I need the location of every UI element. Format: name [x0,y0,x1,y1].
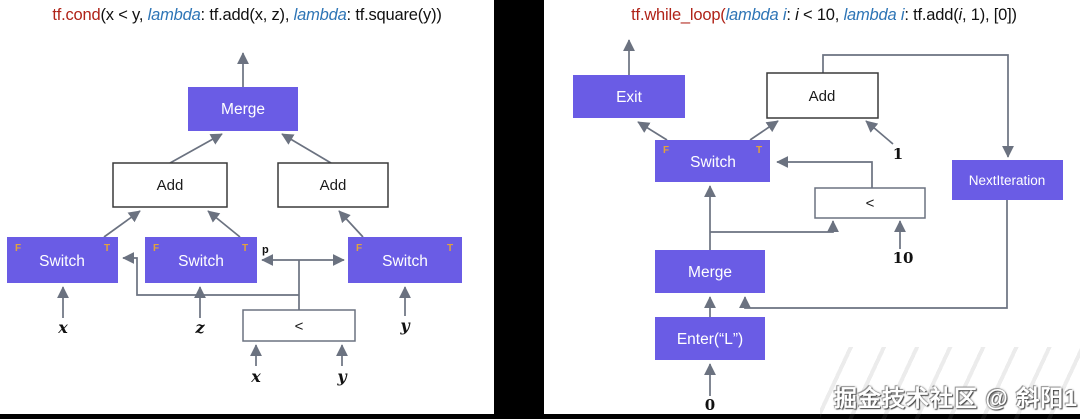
const-ten-label: 10 [893,249,914,267]
while-title-i2: i [958,6,963,24]
edge-addfalse-to-merge [281,133,332,164]
edge-switch-f-to-exit [637,121,668,141]
watermark-ghost [820,347,1080,419]
cond-title: tf.cond(x < y, lambda: tf.add(x, z), lam… [0,6,494,25]
cmp-x-label: x [250,367,261,386]
less-label: < [295,318,304,335]
switch-z-label: Switch [178,253,224,270]
node-switch-z: F T Switch [145,237,257,283]
merge-box [188,87,298,131]
while-less-label: < [866,195,875,212]
while-title-colon1: : [786,6,796,24]
input-y-label: y [399,316,411,335]
node-merge: Merge [188,87,298,131]
while-title-lambda1: lambda i [725,6,787,24]
pred-label: p [262,244,269,256]
cond-edges [57,52,411,366]
node-while-switch: F T Switch [655,140,770,182]
exit-box [573,75,685,118]
edge-switchx-t-to-add [103,210,141,238]
node-while-less: < [814,187,926,219]
while-title-keyword: tf.while_loop( [631,6,726,24]
switch-y-box [348,237,462,283]
switch-y-port-f: F [356,243,362,254]
while-edges [623,39,1014,396]
while-title-lambda2: lambda i [843,6,905,24]
node-while-add: Add [766,72,879,119]
while-title-body1: : tf.add( [904,6,959,24]
while-title: tf.while_loop(lambda i: i < 10, lambda i… [544,6,1080,25]
node-nextiteration: NextIteration [952,160,1063,200]
edge-pred-to-switchx [122,252,299,296]
cond-title-part2: : tf.add(x, z), [200,6,294,24]
edge-nextiteration-to-merge [739,200,1008,309]
edge-add-to-nextiteration [822,54,1014,158]
edge-less-to-switch [776,156,873,188]
node-add-true: Add [112,162,228,208]
watermark-text: 掘金技术社区 @ 斜阳1 [834,385,1078,411]
while-title-cond: < 10, [798,6,844,24]
switch-x-label: Switch [39,253,85,270]
edge-merge-to-less [710,220,839,233]
while-switch-port-f: F [663,145,669,156]
edge-switchz-t-to-add [207,210,241,238]
node-add-false: Add [277,162,389,208]
while-panel: tf.while_loop(lambda i: i < 10, lambda i… [544,0,1080,413]
cond-panel: tf.cond(x < y, lambda: tf.add(x, z), lam… [0,0,494,413]
cond-title-lambda1: lambda [147,6,201,24]
cond-title-keyword: tf.cond [52,6,101,24]
add-true-label: Add [157,177,184,194]
enter-label: Enter(“L”) [677,331,743,348]
switch-x-box [7,237,118,283]
switch-x-port-t: T [104,243,110,254]
edge-addtrue-to-merge [169,133,223,164]
node-while-merge: Merge [655,250,765,293]
input-z-label: z [194,318,205,337]
const-zero-label: 0 [705,396,715,413]
while-graph: Exit Add F T Switch NextIteration < [573,39,1063,413]
node-exit: Exit [573,75,685,118]
while-switch-label: Switch [690,154,736,171]
input-x-label: x [57,318,68,337]
switch-z-port-f: F [153,243,159,254]
while-switch-port-t: T [756,145,762,156]
cond-graph: Merge Add Add F T Switch F T Switch [7,52,462,386]
while-less-box [814,187,926,219]
node-switch-y: F T Switch [348,237,462,283]
while-add-box [766,72,879,119]
less-box [242,309,356,342]
panel-divider [494,0,544,414]
node-enter: Enter(“L”) [655,317,765,360]
edge-switch-t-to-add [749,120,779,141]
node-less: < [242,309,356,342]
switch-z-port-t: T [242,243,248,254]
nextiteration-box [952,160,1063,200]
exit-label: Exit [616,89,643,106]
while-title-i1: i [795,6,799,24]
switch-y-port-t: T [447,243,453,254]
add-false-box [277,162,389,208]
merge-label: Merge [221,101,265,118]
while-title-body2: , 1), [0]) [961,6,1017,24]
switch-y-label: Switch [382,253,428,270]
while-merge-label: Merge [688,264,732,281]
while-switch-box [655,140,770,182]
while-merge-box [655,250,765,293]
cond-title-part1: (x < y, [100,6,148,24]
switch-z-box [145,237,257,283]
nextiteration-label: NextIteration [969,173,1046,188]
cond-title-part3: : tf.square(y)) [346,6,442,24]
edge-switchy-f-to-add [338,210,364,238]
add-true-box [112,162,228,208]
switch-x-port-f: F [15,243,21,254]
cond-title-lambda2: lambda [293,6,347,24]
add-false-label: Add [320,177,347,194]
cmp-y-label: y [336,367,348,386]
enter-box [655,317,765,360]
bottom-bar [0,414,1080,419]
const-one-label: 1 [893,145,903,163]
edge-one-to-add [865,120,894,145]
while-add-label: Add [809,88,836,105]
node-switch-x: F T Switch [7,237,118,283]
